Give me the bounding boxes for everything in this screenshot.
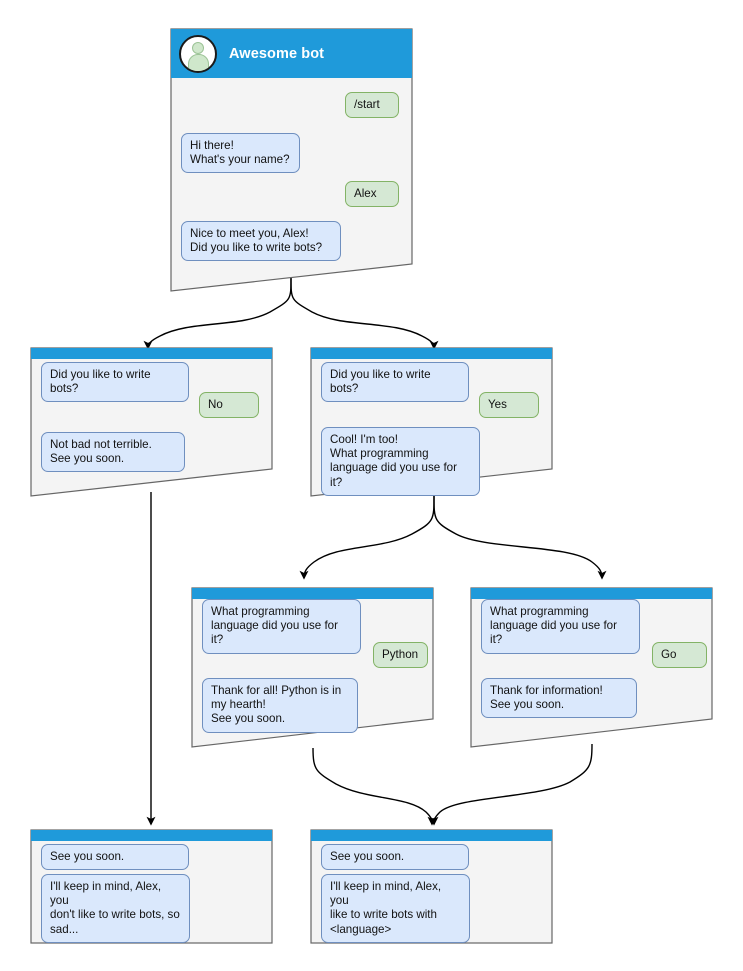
bot-title: Awesome bot bbox=[229, 45, 325, 62]
card-answer-yes-header bbox=[311, 348, 552, 359]
message-bubble-bot[interactable]: Hi there! What's your name? bbox=[181, 133, 300, 174]
card-end-sad-content: See you soon. I'll keep in mind, Alex, y… bbox=[31, 830, 272, 943]
message-bubble-bot[interactable]: Thank for information! See you soon. bbox=[481, 678, 637, 719]
message-bubble-bot[interactable]: See you soon. bbox=[41, 844, 189, 871]
card-start-header: Awesome bot bbox=[171, 29, 412, 78]
message-bubble-bot[interactable]: Not bad not terrible. See you soon. bbox=[41, 432, 185, 473]
person-avatar-icon bbox=[179, 34, 217, 73]
message-bubble-user[interactable]: Python bbox=[373, 642, 428, 669]
card-answer-no-header bbox=[31, 348, 272, 359]
message-bubble-bot[interactable]: What programming language did you use fo… bbox=[481, 599, 640, 654]
message-bubble-user[interactable]: Yes bbox=[479, 392, 539, 419]
card-language-go-content: What programming language did you use fo… bbox=[471, 588, 712, 722]
card-answer-yes-content: Did you like to write bots? Yes Cool! I'… bbox=[311, 348, 552, 496]
card-language-go-header bbox=[471, 588, 712, 599]
card-end-happy-content: See you soon. I'll keep in mind, Alex, y… bbox=[311, 830, 552, 943]
card-language-python-header bbox=[192, 588, 433, 599]
connector-go-to-end-happy bbox=[429, 743, 593, 826]
message-bubble-bot[interactable]: I'll keep in mind, Alex, you like to wri… bbox=[321, 874, 470, 943]
card-start-content: Awesome bot /start Hi there! What's your… bbox=[171, 29, 412, 265]
message-bubble-bot[interactable]: I'll keep in mind, Alex, you don't like … bbox=[41, 874, 190, 943]
connector-yes-to-python bbox=[299, 495, 435, 580]
card-language-python-content: What programming language did you use fo… bbox=[192, 588, 433, 733]
message-bubble-bot[interactable]: Nice to meet you, Alex! Did you like to … bbox=[181, 221, 341, 262]
message-bubble-bot[interactable]: Cool! I'm too! What programming language… bbox=[321, 427, 480, 496]
message-bubble-user[interactable]: Go bbox=[652, 642, 707, 669]
card-end-happy-header bbox=[311, 830, 552, 841]
message-bubble-bot[interactable]: Thank for all! Python is in my hearth! S… bbox=[202, 678, 358, 733]
message-bubble-bot[interactable]: What programming language did you use fo… bbox=[202, 599, 361, 654]
message-bubble-user[interactable]: /start bbox=[345, 92, 399, 119]
card-end-sad-header bbox=[31, 830, 272, 841]
connector-yes-to-go bbox=[433, 495, 607, 580]
message-bubble-user[interactable]: No bbox=[199, 392, 259, 419]
message-bubble-user[interactable]: Alex bbox=[345, 181, 399, 208]
card-answer-no-content: Did you like to write bots? No Not bad n… bbox=[31, 348, 272, 473]
message-bubble-bot[interactable]: See you soon. bbox=[321, 844, 469, 871]
message-bubble-bot[interactable]: Did you like to write bots? bbox=[321, 362, 469, 403]
connector-python-to-end-happy bbox=[312, 747, 437, 826]
message-bubble-bot[interactable]: Did you like to write bots? bbox=[41, 362, 189, 403]
